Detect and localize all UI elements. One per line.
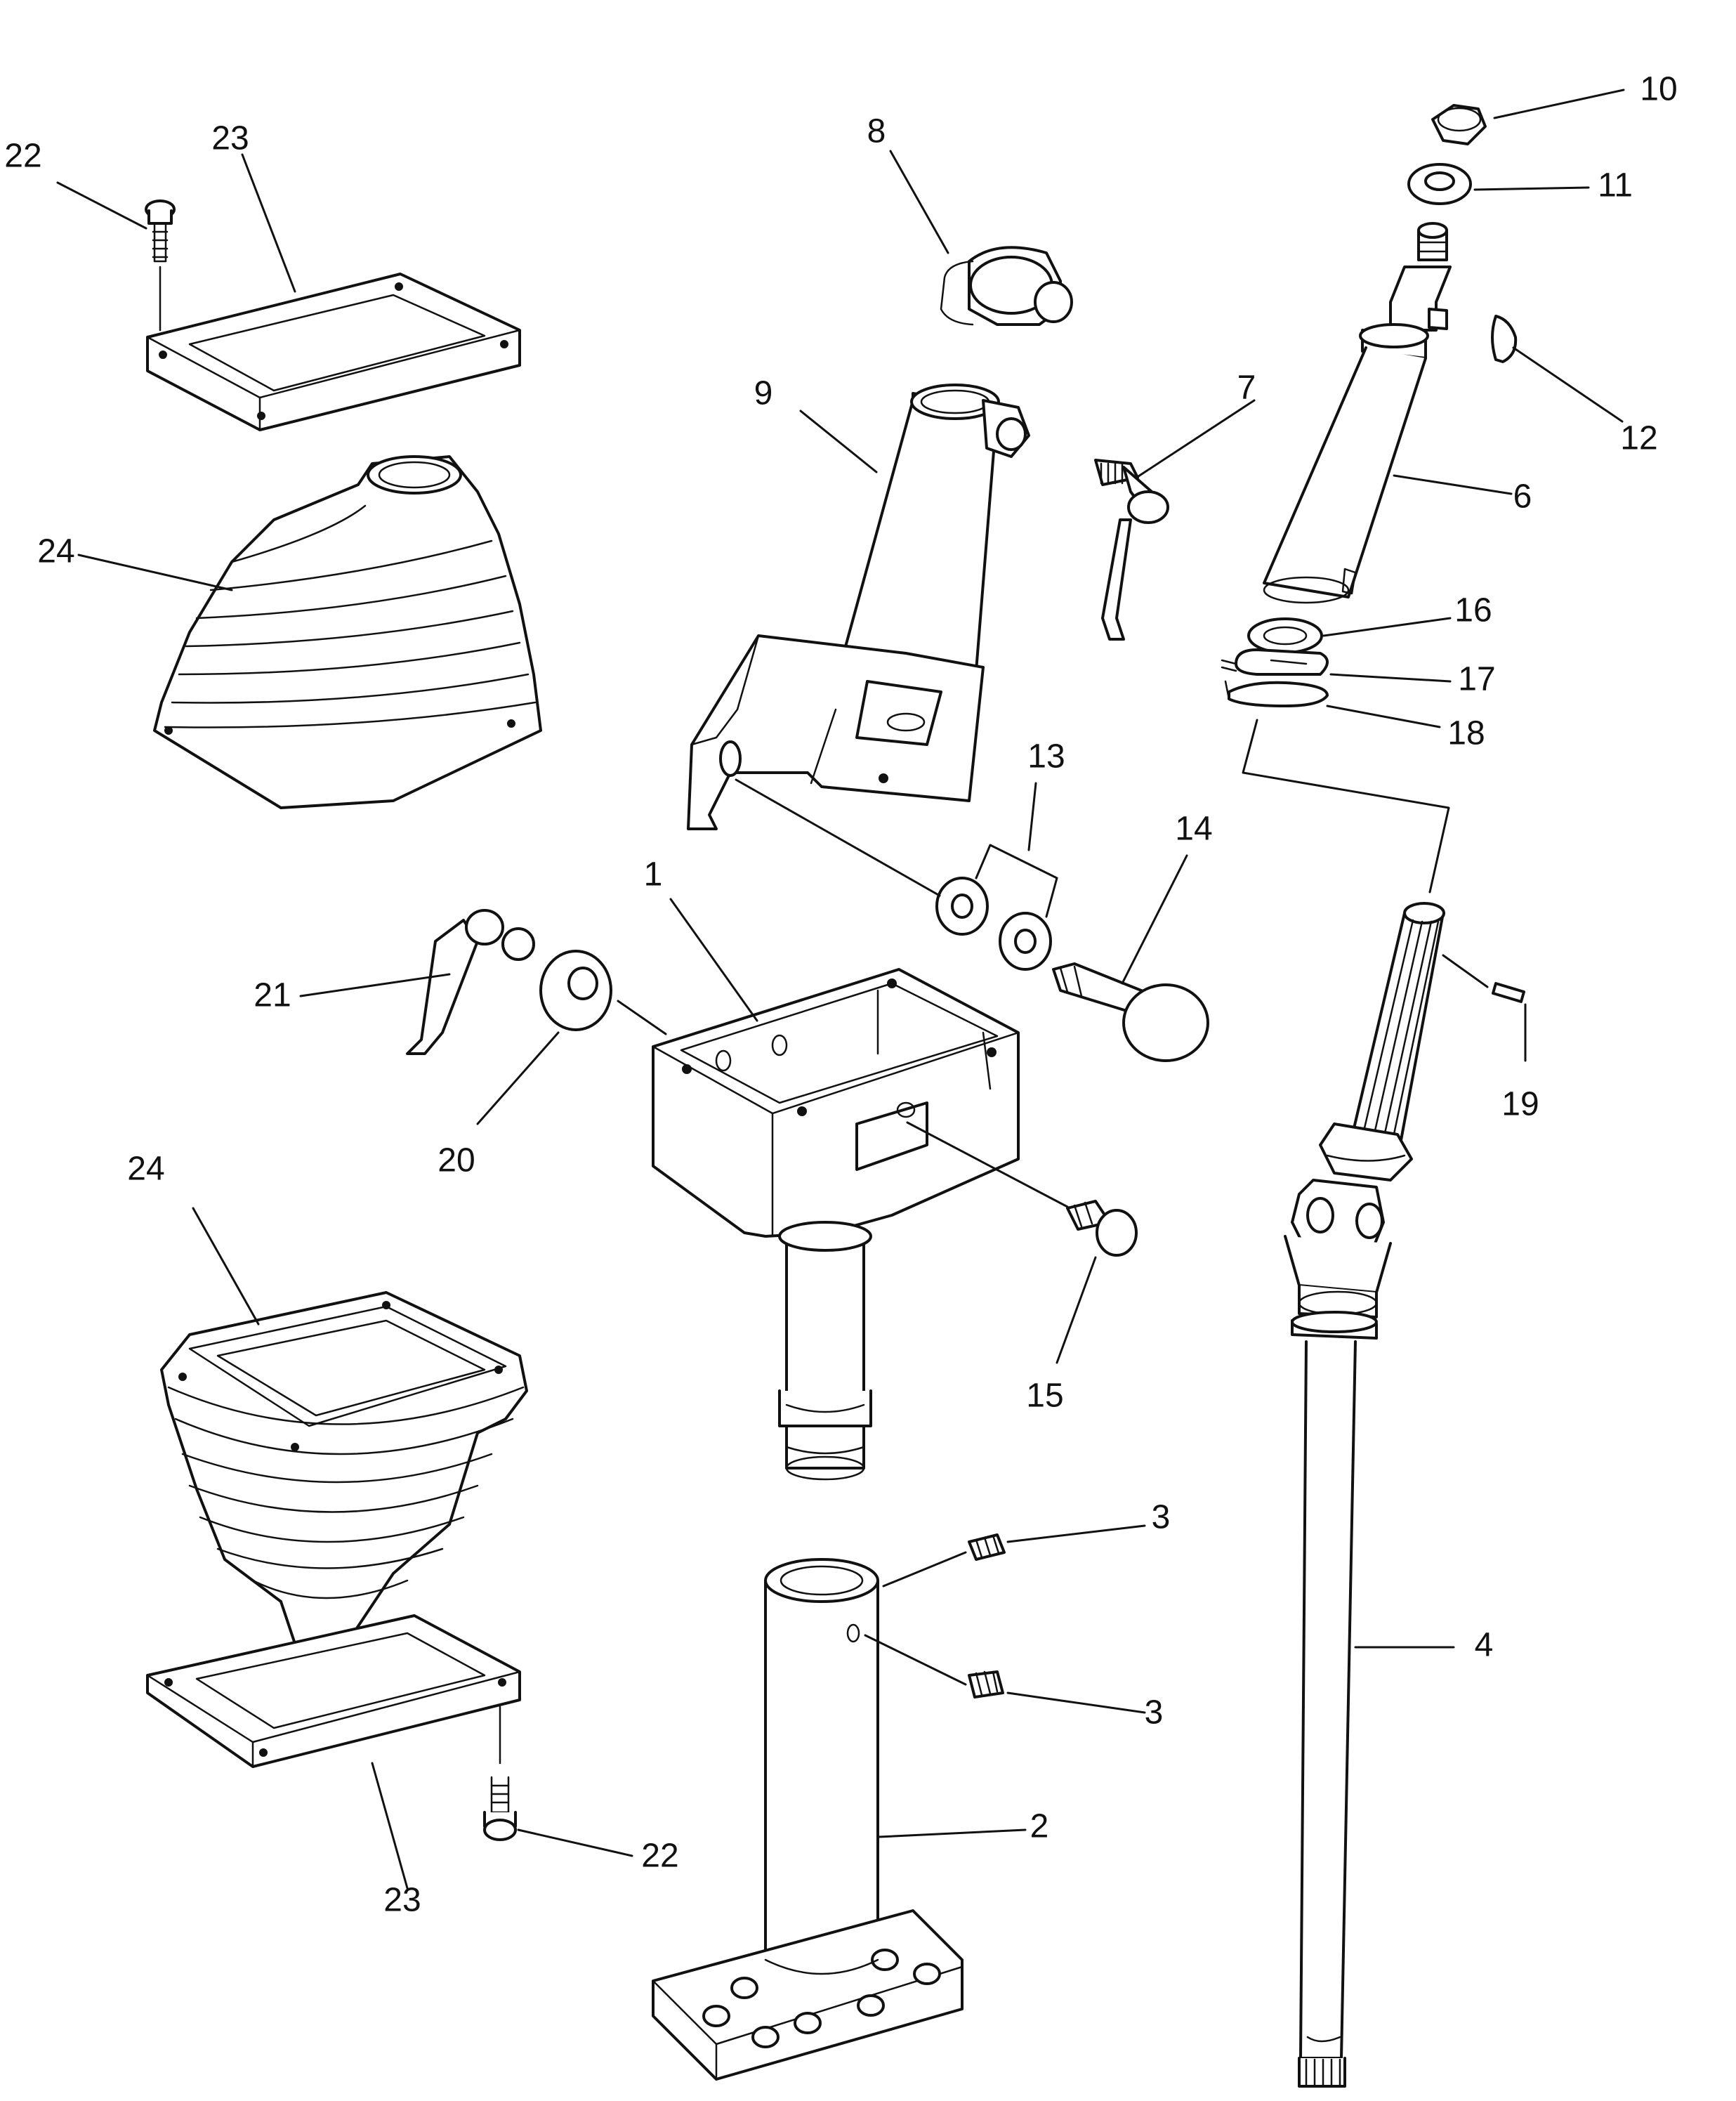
callout-14: 14 [1175, 811, 1212, 848]
ring-16 [1247, 617, 1323, 654]
shaft-6 [1263, 222, 1452, 604]
callout-22-lower: 22 [641, 1838, 678, 1875]
callout-labels: 22 23 24 8 9 7 10 11 12 6 16 17 18 13 14… [4, 71, 1677, 1919]
washer-20 [539, 950, 612, 1031]
splined-shaft-4 [1319, 902, 1445, 1182]
washer-11 [1407, 163, 1472, 205]
callout-11: 11 [1598, 167, 1633, 204]
housing-1-shaft [778, 1221, 872, 1481]
plate-gasket-23-lower [146, 1614, 521, 1768]
callout-4: 4 [1475, 1627, 1494, 1664]
housing-1 [652, 968, 1020, 1238]
callout-13: 13 [1027, 738, 1065, 775]
callout-24-lower: 24 [127, 1151, 164, 1188]
set-screw-3-upper [968, 1533, 1006, 1561]
ring-18 [1224, 680, 1329, 707]
callout-23-upper: 23 [211, 120, 249, 157]
callout-22-upper: 22 [4, 138, 41, 175]
knob-8 [940, 246, 1073, 326]
callout-12: 12 [1620, 420, 1657, 457]
lever-21 [406, 909, 535, 1055]
callout-15: 15 [1026, 1377, 1063, 1415]
callout-18: 18 [1447, 715, 1485, 752]
key-12 [1491, 315, 1518, 363]
pin-14 [1052, 962, 1209, 1062]
callout-9: 9 [754, 375, 773, 412]
bolt-22-upper [145, 199, 176, 332]
callout-3-lower: 3 [1145, 1694, 1164, 1732]
plate-gasket-23-upper [146, 273, 521, 431]
callout-21: 21 [254, 977, 291, 1014]
callout-1: 1 [644, 856, 663, 894]
bolt-15 [1066, 1200, 1138, 1257]
bellows-boot-24-lower [160, 1291, 528, 1645]
callout-17: 17 [1458, 661, 1495, 698]
universal-joint [1284, 1179, 1392, 1318]
lever-7 [1094, 459, 1169, 641]
washer-13-a [935, 877, 989, 936]
nut-10 [1431, 104, 1487, 145]
callout-19: 19 [1501, 1086, 1539, 1123]
leader-lines [56, 89, 1625, 1890]
callout-3-upper: 3 [1152, 1499, 1171, 1536]
pin-19 [1492, 982, 1525, 1003]
washer-13-b [999, 912, 1052, 971]
callout-8: 8 [867, 113, 886, 150]
callout-6: 6 [1513, 478, 1532, 516]
callout-7: 7 [1237, 369, 1256, 407]
callout-23-lower: 23 [383, 1882, 421, 1919]
callout-24-upper: 24 [37, 533, 74, 570]
lever-bracket-9 [687, 384, 1030, 830]
set-screw-3-lower [968, 1670, 1004, 1699]
callout-20: 20 [438, 1142, 475, 1179]
callout-2: 2 [1030, 1808, 1049, 1845]
ring-17 [1221, 648, 1329, 676]
callout-16: 16 [1454, 592, 1492, 629]
column-2 [652, 1558, 964, 2081]
callout-10: 10 [1640, 71, 1677, 108]
bellows-boot-24-upper [153, 455, 542, 809]
rod-4 [1291, 1311, 1378, 2088]
bolt-22-lower [483, 1706, 517, 1841]
